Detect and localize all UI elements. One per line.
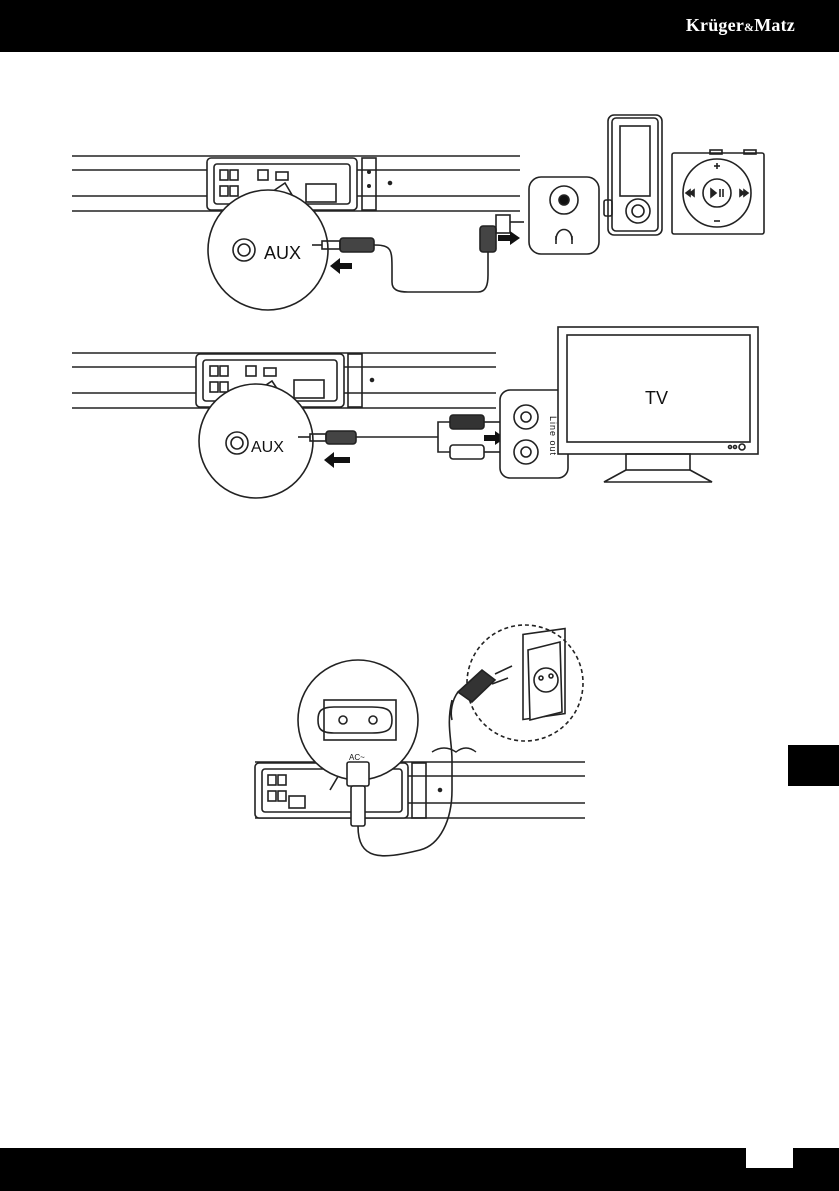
- media-player-device: [604, 115, 662, 235]
- headphone-jack-callout: [529, 177, 599, 254]
- section-tab: [788, 745, 839, 786]
- line-out-label: Line out: [548, 416, 558, 456]
- figure-aux-tv: [72, 327, 758, 498]
- page-number-box: [746, 1148, 793, 1168]
- arrow-left-icon: [330, 258, 352, 274]
- footer-bar: [0, 1148, 839, 1191]
- ac-label: AC~: [349, 753, 365, 762]
- soundbar-3: [255, 762, 585, 818]
- aux-label-2: AUX: [251, 439, 284, 456]
- music-player-device: [672, 150, 764, 234]
- arrow-left-icon-2: [324, 452, 350, 468]
- aux-label-1: AUX: [264, 243, 301, 263]
- tv-label: TV: [645, 388, 668, 408]
- figure-power: [255, 625, 585, 856]
- figure-aux-player: [72, 115, 764, 310]
